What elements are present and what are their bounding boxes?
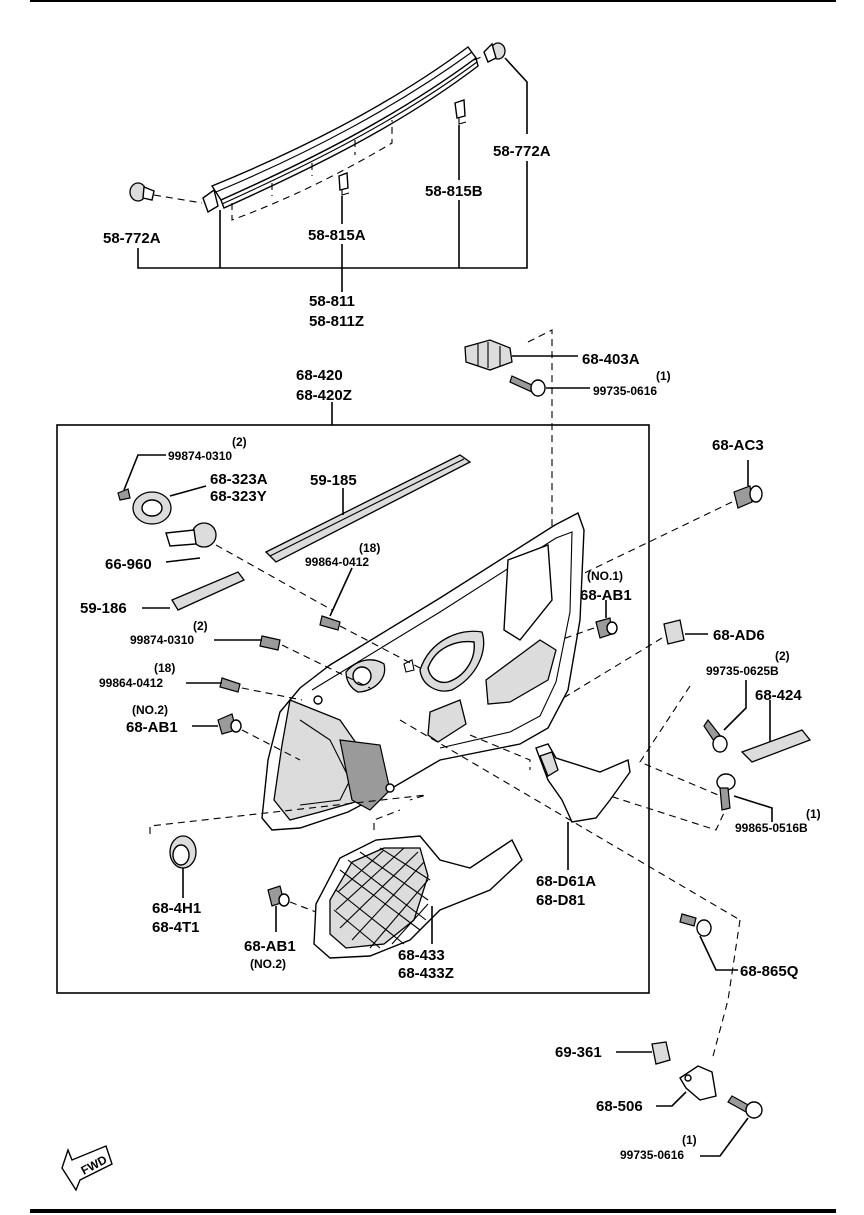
clip-68-865Q — [679, 913, 738, 971]
label-qty-2-c: (2) — [775, 649, 790, 663]
label-68-D61A: 68-D61A — [536, 873, 596, 890]
cap-68-4H1 — [169, 835, 197, 898]
label-qty-1-c: (1) — [682, 1133, 697, 1147]
grommet-58-772A-left — [129, 182, 155, 202]
label-69-361: 69-361 — [555, 1044, 602, 1061]
label-qty-18-a: (18) — [359, 541, 380, 555]
clip-68-AB1-lower — [267, 885, 290, 932]
label-no1: (NO.1) — [587, 569, 623, 583]
handle-68-403A — [464, 339, 578, 371]
armrest-68-433 — [313, 835, 523, 959]
label-68-AD6: 68-AD6 — [713, 627, 765, 644]
label-99874-0310-b: 99874-0310 — [130, 633, 194, 647]
label-qty-2-a: (2) — [232, 435, 247, 449]
label-68-AB1-c: 68-AB1 — [244, 938, 296, 955]
screw-99864-0412-a — [319, 567, 353, 631]
label-66-960: 66-960 — [105, 556, 152, 573]
label-68-865Q: 68-865Q — [740, 963, 799, 980]
label-99735-0625B: 99735-0625B — [706, 664, 779, 678]
clip-68-AB1-no2-left — [192, 713, 242, 735]
label-qty-1-b: (1) — [806, 807, 821, 821]
label-99735-0616-top: 99735-0616 — [593, 384, 657, 398]
pad-68-424 — [740, 700, 812, 763]
clip-68-AD6 — [663, 619, 708, 645]
screw-99874-0310-b — [214, 635, 281, 651]
screw-99874-0310-a — [117, 454, 166, 501]
door-trim-panel — [261, 512, 585, 831]
molding-59-186 — [142, 571, 246, 611]
label-qty-1-top: (1) — [656, 369, 671, 383]
speaker-grille-68-323A — [132, 485, 207, 525]
label-qty-18-b: (18) — [154, 661, 175, 675]
label-58-772A-top: 58-772A — [493, 143, 551, 160]
weatherstrip-assembly — [129, 42, 528, 292]
label-99864-0412-b: 99864-0412 — [99, 676, 163, 690]
label-68-424: 68-424 — [755, 687, 802, 704]
label-99874-0310-a: 99874-0310 — [168, 449, 232, 463]
label-qty-2-b: (2) — [193, 619, 208, 633]
label-no2-a: (NO.2) — [132, 703, 168, 717]
label-68-AB1-a: 68-AB1 — [580, 587, 632, 604]
tweeter-66-960 — [165, 522, 217, 563]
label-68-323Y: 68-323Y — [210, 488, 267, 505]
screw-99735-0616-bot — [700, 1095, 763, 1157]
label-68-420Z: 68-420Z — [296, 387, 352, 404]
clip-58-815A — [338, 172, 349, 191]
bracket-68-506 — [656, 1065, 717, 1107]
screw-99865-0516B — [716, 773, 773, 822]
label-59-186: 59-186 — [80, 600, 127, 617]
label-99864-0412-a: 99864-0412 — [305, 555, 369, 569]
label-68-4H1: 68-4H1 — [152, 900, 201, 917]
molding-59-185 — [264, 454, 472, 563]
trim-panel-frame — [56, 424, 650, 994]
clip-68-AC3 — [733, 460, 763, 509]
label-68-323A: 68-323A — [210, 471, 268, 488]
label-68-AC3: 68-AC3 — [712, 437, 764, 454]
label-68-4T1: 68-4T1 — [152, 919, 200, 936]
label-68-506: 68-506 — [596, 1098, 643, 1115]
clip-68-AB1-no1 — [595, 600, 618, 639]
label-58-811: 58-811 — [309, 293, 355, 310]
label-no2-b: (NO.2) — [250, 957, 286, 971]
screw-99864-0412-b — [186, 677, 241, 693]
screw-99735-0625B — [703, 680, 747, 753]
label-99865-0516B: 99865-0516B — [735, 821, 808, 835]
label-58-811Z: 58-811Z — [309, 313, 364, 330]
label-68-433Z: 68-433Z — [398, 965, 454, 982]
label-68-D81: 68-D81 — [536, 892, 585, 909]
label-68-420: 68-420 — [296, 367, 343, 384]
screw-99735-0616-top — [509, 375, 590, 397]
clip-58-815B — [454, 99, 466, 119]
label-58-815A: 58-815A — [308, 227, 366, 244]
grommet-58-772A-top — [483, 42, 506, 63]
label-68-AB1-b: 68-AB1 — [126, 719, 178, 736]
label-99735-0616-bot: 99735-0616 — [620, 1148, 684, 1162]
fwd-arrow: FWD — [61, 1145, 113, 1192]
label-59-185: 59-185 — [310, 472, 357, 489]
nut-69-361 — [616, 1041, 671, 1065]
label-58-772A-left: 58-772A — [103, 230, 161, 247]
label-68-433: 68-433 — [398, 947, 445, 964]
label-58-815B: 58-815B — [425, 183, 483, 200]
pocket-68-D61A — [535, 743, 631, 870]
label-68-403A: 68-403A — [582, 351, 640, 368]
